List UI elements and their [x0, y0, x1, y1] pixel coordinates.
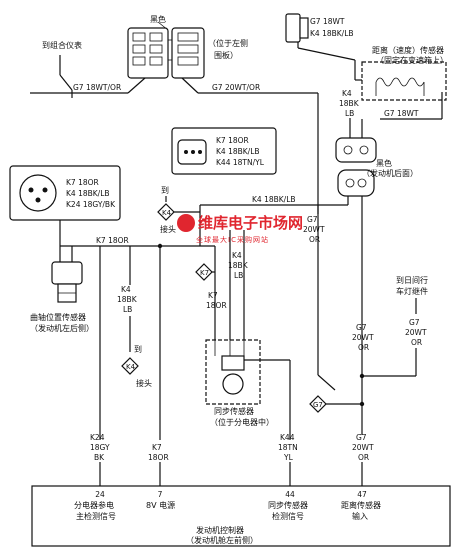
sync-connector-line-2: K4 18BK/LB [216, 147, 260, 156]
pcm-desc-24-1: 分电器参电 [74, 500, 114, 510]
wire-label-g7-20wt-or: G7 20WT/OR [212, 83, 260, 92]
crank-connector-callout [9, 165, 121, 221]
crank-sensor-subtitle: （发动机左后侧） [30, 323, 94, 333]
svg-text:K4: K4 [126, 363, 136, 371]
pcm-subtitle: （发动机舱左前侧） [186, 535, 258, 545]
k4-right-2: 18BK [339, 99, 360, 108]
pcm-wire-k24-2: 18GY [90, 443, 110, 452]
k4-left-2: 18BK [117, 295, 138, 304]
wire-label-k7-18or: K7 18OR [96, 236, 129, 245]
pcm-wire-k24-3: BK [94, 453, 105, 462]
pcm-wire-k44-1: K44 [280, 433, 295, 442]
k4-left-3: LB [123, 305, 132, 314]
trans-connector-line-2: K4 18BK/LB [310, 29, 354, 38]
k7-mid-1: K7 [208, 291, 218, 300]
pcm-pin-44: 44 [285, 490, 295, 499]
crank-connector-line-1: K7 18OR [66, 178, 99, 187]
g7-right2-3: OR [358, 343, 369, 352]
sync-connector-line-3: K44 18TN/YL [216, 158, 265, 167]
g7-right2-2: 20WT [352, 333, 374, 342]
sync-sensor-title: 同步传感器 [214, 406, 254, 416]
pcm-desc-47-1: 距离传感器 [341, 500, 381, 510]
speed-sensor-title: 距离（速度）传感器 [372, 45, 444, 55]
crank-connector-line-3: K24 18GY/BK [66, 200, 116, 209]
engine-rear-connector-color: 黑色 [376, 158, 392, 168]
watermark-logo: 维库电子市场网 全球最大IC采购网站 [177, 214, 303, 244]
pcm-desc-7: 8V 电源 [146, 500, 175, 510]
engine-rear-connector [335, 137, 377, 197]
sync-sensor-subtitle: （位于分电器中） [210, 417, 274, 427]
pcm-wire-k24-1: K24 [90, 433, 105, 442]
k4-right-3: LB [345, 109, 354, 118]
pcm-pin-47: 47 [357, 490, 367, 499]
g7-mid-3: OR [309, 235, 320, 244]
pcm-wire-g7-1: G7 [356, 433, 367, 442]
pcm-pin-24: 24 [95, 490, 105, 499]
g7-right2-1: G7 [356, 323, 367, 332]
speed-sensor [361, 61, 447, 101]
svg-text:G7: G7 [313, 401, 323, 409]
g7-splice-badge: G7 [309, 395, 327, 413]
pcm-wire-k7-2: 18OR [148, 453, 169, 462]
k4-mid-2: 18BK [228, 261, 249, 270]
cluster-connector-color: 黑色 [150, 14, 166, 24]
pcm-wire-k44-2: 18TN [278, 443, 298, 452]
k7-splice-badge: K7 [195, 263, 213, 281]
pcm-desc-24-2: 主检测信号 [76, 511, 116, 521]
crank-connector-line-2: K4 18BK/LB [66, 189, 110, 198]
brake-switch-line-2: 车灯继件 [396, 286, 428, 296]
trans-connector-line-1: G7 18WT [310, 17, 345, 26]
k4-mid-1: K4 [232, 251, 242, 260]
brake-switch-line-1: 到日间行 [396, 275, 428, 285]
ground-to-label: 到 [161, 186, 169, 195]
pcm-desc-44-1: 同步传感器 [268, 500, 308, 510]
k4-splice-badge-left: K4 [121, 357, 139, 375]
sync-sensor [205, 339, 261, 405]
pcm-wire-g7-2: 20WT [352, 443, 374, 452]
g7-right1-1: G7 [409, 318, 420, 327]
speed-sensor-subtitle: （固定在变速箱上） [376, 55, 448, 65]
left-splice-label: 接头 [136, 378, 152, 388]
crank-sensor-title: 曲轴位置传感器 [30, 312, 86, 322]
g7-right1-2: 20WT [405, 328, 427, 337]
k4-splice-badge-top: K4 [157, 203, 175, 221]
cluster-connector-location-2: 围板） [214, 50, 238, 60]
pcm-title: 发动机控制器 [196, 525, 244, 535]
pcm-wire-g7-3: OR [358, 453, 369, 462]
g7-mid-2: 20WT [303, 225, 325, 234]
crank-position-sensor [51, 261, 83, 303]
svg-text:K4: K4 [162, 209, 172, 217]
engine-control-module [31, 485, 451, 547]
g7-mid-1: G7 [307, 215, 318, 224]
splice-label-top: 接头 [160, 224, 176, 234]
pcm-desc-47-2: 输入 [352, 511, 368, 521]
pcm-wire-k7-1: K7 [152, 443, 162, 452]
to-cluster-label: 到组合仪表 [42, 40, 82, 50]
pcm-pin-7: 7 [158, 490, 163, 499]
sync-connector-callout [171, 127, 277, 175]
svg-text:全球最大IC采购网站: 全球最大IC采购网站 [196, 235, 269, 244]
k4-mid-3: LB [234, 271, 243, 280]
svg-text:K7: K7 [200, 269, 209, 277]
engine-rear-connector-location: （发动机后面） [362, 168, 418, 178]
k7-mid-2: 18OR [206, 301, 227, 310]
wire-label-g7-18wt-or: G7 18WT/OR [73, 83, 121, 92]
svg-text:维库电子市场网: 维库电子市场网 [198, 214, 303, 232]
left-splice-to: 到 [134, 345, 142, 354]
cluster-connector [127, 27, 205, 79]
k4-left-1: K4 [121, 285, 131, 294]
wire-label-g7-18wt: G7 18WT [384, 109, 419, 118]
wire-label-k4-18bk-lb: K4 18BK/LB [252, 195, 296, 204]
pcm-wire-k44-3: YL [283, 453, 294, 462]
g7-right1-3: OR [411, 338, 422, 347]
k4-right-1: K4 [342, 89, 352, 98]
trans-connector [285, 13, 309, 43]
sync-connector-line-1: K7 18OR [216, 136, 249, 145]
pcm-desc-44-2: 检测信号 [272, 511, 304, 521]
cluster-connector-location-1: （位于左侧 [208, 38, 248, 48]
